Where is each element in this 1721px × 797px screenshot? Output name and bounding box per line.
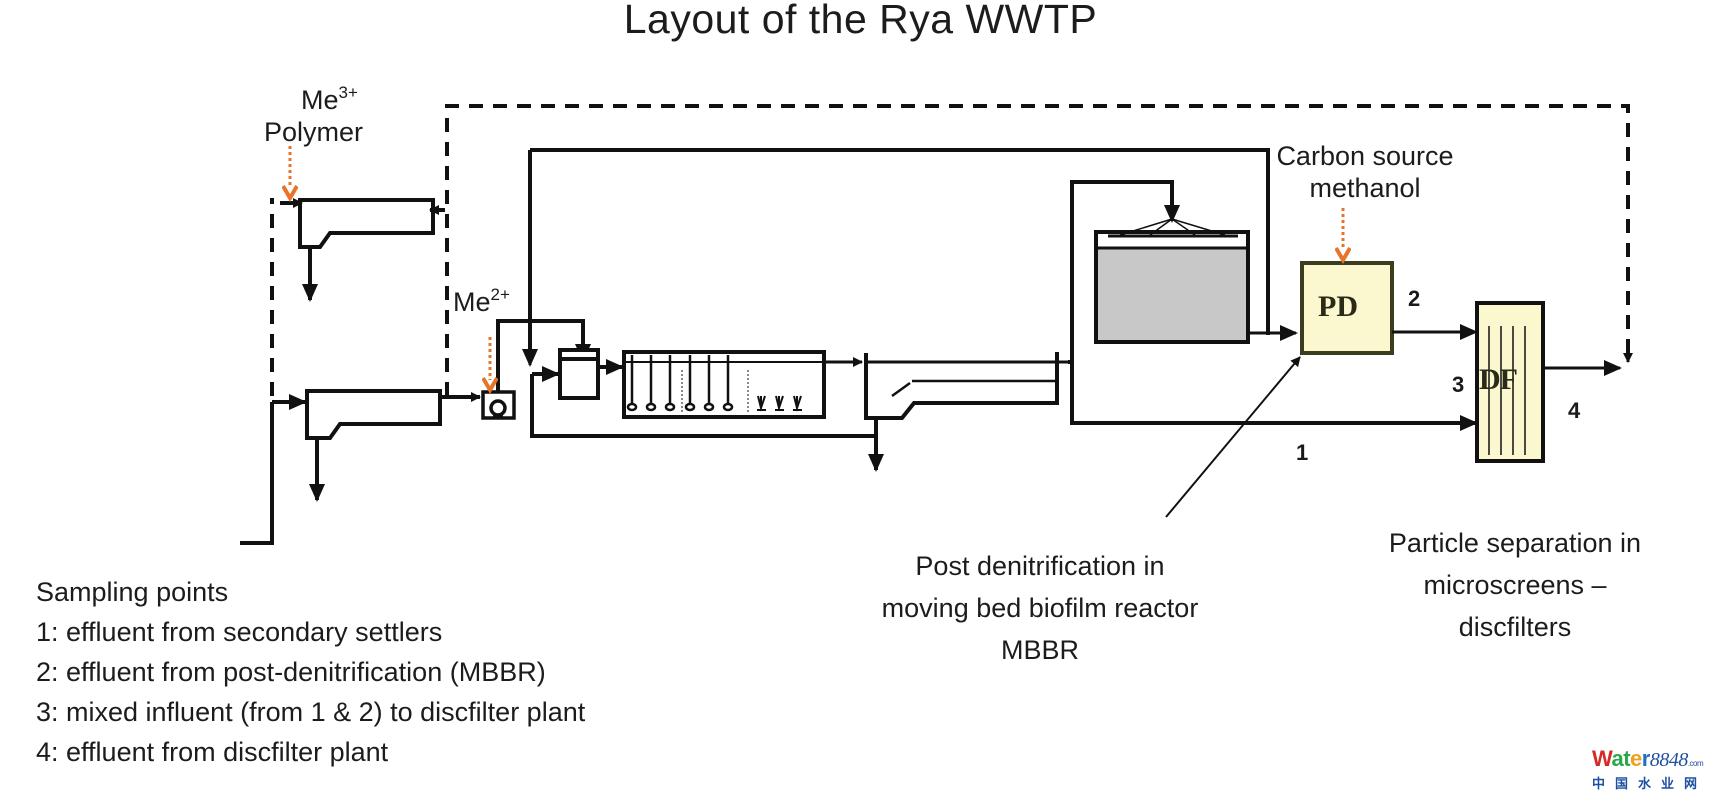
mbbr-annotation: Post denitrification in moving bed biofi…	[810, 545, 1270, 671]
discfilter-annotation-line2: microscreens –	[1423, 570, 1607, 600]
watermark-chinese: 中国水业网	[1592, 776, 1708, 791]
df-label: DF	[1479, 363, 1518, 396]
pd-label: PD	[1318, 290, 1358, 323]
mixers	[626, 355, 734, 412]
bypass-dashed-line	[270, 104, 1630, 396]
carbon-source-line2: methanol	[1309, 173, 1421, 203]
influent-line	[240, 394, 307, 545]
flow-lines-bio	[496, 148, 1270, 438]
sampling-marker-2: 2	[1408, 286, 1421, 311]
discfilter-annotation: Particle separation in microscreens – di…	[1350, 522, 1680, 648]
me3-symbol: Me	[301, 85, 339, 115]
legend-item: 2: effluent from post-denitrification (M…	[36, 657, 546, 687]
brand-number: 8848	[1649, 749, 1689, 771]
brand-part: W	[1592, 746, 1612, 771]
flash-mixer	[481, 390, 516, 420]
me2-symbol: Me	[453, 287, 491, 317]
legend-item: 1: effluent from secondary settlers	[36, 617, 443, 647]
mbbr-annotation-line1: Post denitrification in	[915, 551, 1165, 581]
dosing-label-me3: Me3+	[301, 84, 358, 116]
legend-heading: Sampling points	[36, 577, 229, 607]
mbbr-annotation-line3: MBBR	[1000, 635, 1079, 665]
primary-settler-upper	[280, 198, 445, 302]
me3-charge: 3+	[338, 83, 358, 102]
activated-sludge-basin	[622, 350, 826, 419]
page-title: Layout of the Rya WWTP	[623, 0, 1098, 42]
carbon-source-label: Carbon source methanol	[1260, 140, 1470, 204]
sampling-marker-3: 3	[1452, 372, 1465, 397]
watermark-logo: Water8848.com 中国水业网	[1592, 748, 1721, 793]
brand-part: at	[1611, 746, 1631, 771]
mbbr-annotation-line2: moving bed biofilm reactor	[881, 593, 1199, 623]
brand-part: r	[1641, 746, 1651, 771]
secondary-settler	[864, 352, 1068, 472]
brand-part: e	[1630, 746, 1642, 771]
dosing-label-polymer: Polymer	[264, 117, 364, 147]
mbbr-reactor	[1094, 218, 1250, 344]
dosing-arrows	[290, 146, 1343, 380]
sampling-points-legend: Sampling points 1: effluent from seconda…	[36, 572, 585, 772]
dosing-label-me2: Me2+	[453, 286, 510, 318]
legend-item: 3: mixed influent (from 1 & 2) to discfi…	[36, 697, 586, 727]
primary-settler-lower	[305, 389, 481, 502]
sampling-marker-1: 1	[1296, 440, 1309, 465]
secondary-effluent-line	[1068, 180, 1475, 425]
me2-charge: 2+	[490, 285, 510, 304]
aerators	[757, 395, 802, 412]
brand-suffix: .com	[1687, 759, 1704, 768]
carbon-source-line1: Carbon source	[1276, 141, 1454, 171]
discfilter-annotation-line3: discfilters	[1458, 612, 1572, 642]
distribution-box	[558, 348, 600, 400]
legend-item: 4: effluent from discfilter plant	[36, 737, 389, 767]
discfilter-annotation-line1: Particle separation in	[1388, 528, 1642, 558]
sampling-marker-4: 4	[1568, 398, 1581, 423]
mbbr-callout-line	[1165, 356, 1301, 518]
watermark-brand: Water8848.com	[1592, 748, 1721, 775]
df-unit	[1475, 301, 1545, 463]
